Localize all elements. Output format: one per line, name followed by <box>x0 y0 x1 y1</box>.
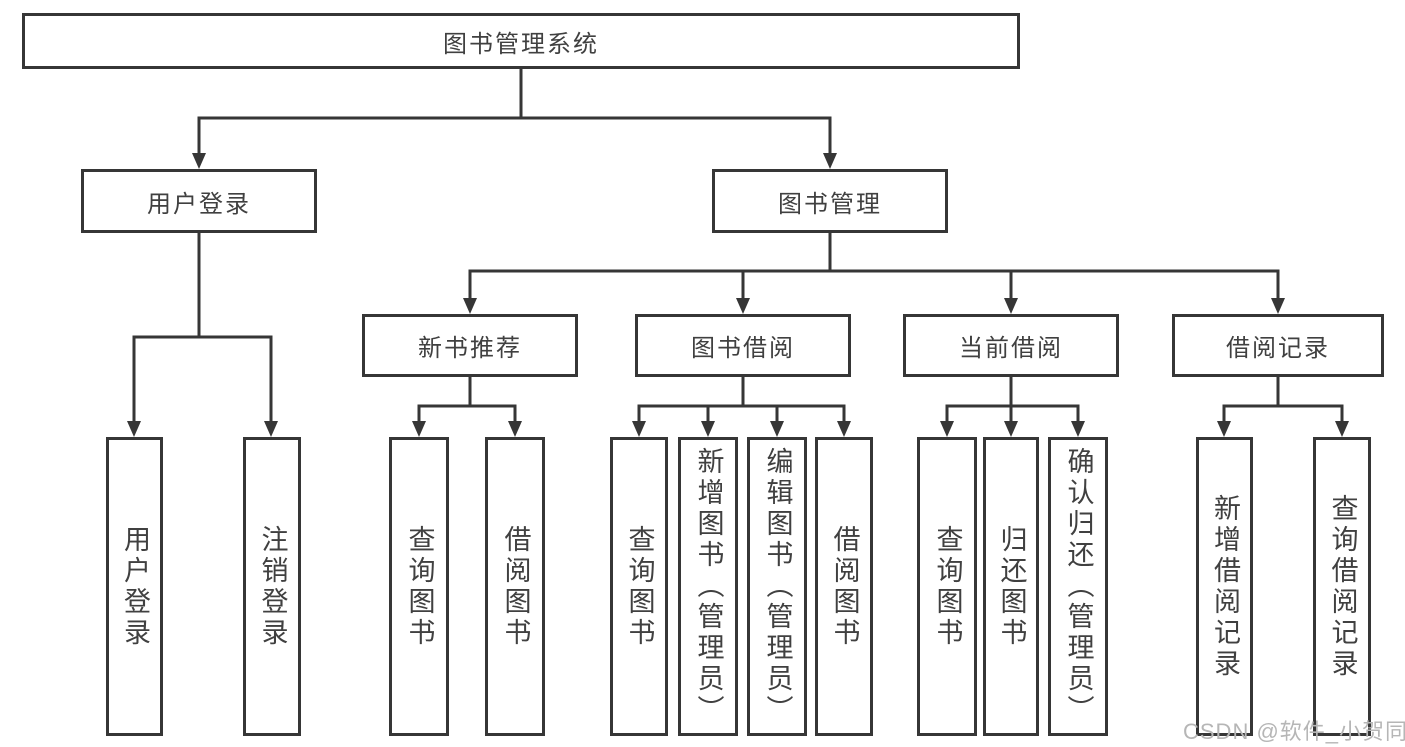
node-book-management: 图书管理 <box>712 169 948 233</box>
leaf-add-book-admin: 新增图书（管理员） <box>678 437 738 736</box>
node-new-book-recommend: 新书推荐 <box>362 314 578 377</box>
leaf-query-books-recommend: 查询图书 <box>389 437 449 736</box>
tree-edges <box>132 67 1344 426</box>
leaf-add-borrow-record: 新增借阅记录 <box>1196 437 1253 736</box>
csdn-watermark: CSDN @软件_小贺同学 <box>1183 719 1405 744</box>
leaf-edit-book-admin: 编辑图书（管理员） <box>747 437 807 736</box>
node-current-borrow: 当前借阅 <box>903 314 1119 377</box>
leaf-borrow-books-recommend: 借阅图书 <box>485 437 545 736</box>
arrowhead-icons <box>127 153 1349 437</box>
leaf-query-books-current: 查询图书 <box>917 437 977 736</box>
node-user-login: 用户登录 <box>81 169 317 233</box>
leaf-return-book: 归还图书 <box>983 437 1039 736</box>
leaf-query-borrow-record: 查询借阅记录 <box>1313 437 1371 736</box>
leaf-confirm-return-admin: 确认归还（管理员） <box>1048 437 1108 736</box>
leaf-query-books-borrow: 查询图书 <box>610 437 668 736</box>
leaf-borrow-books-borrow: 借阅图书 <box>815 437 873 736</box>
leaf-logout: 注销登录 <box>243 437 301 736</box>
node-library-system: 图书管理系统 <box>22 13 1020 69</box>
node-borrow-records: 借阅记录 <box>1172 314 1384 377</box>
leaf-user-login: 用户登录 <box>106 437 163 736</box>
node-book-borrow: 图书借阅 <box>635 314 851 377</box>
